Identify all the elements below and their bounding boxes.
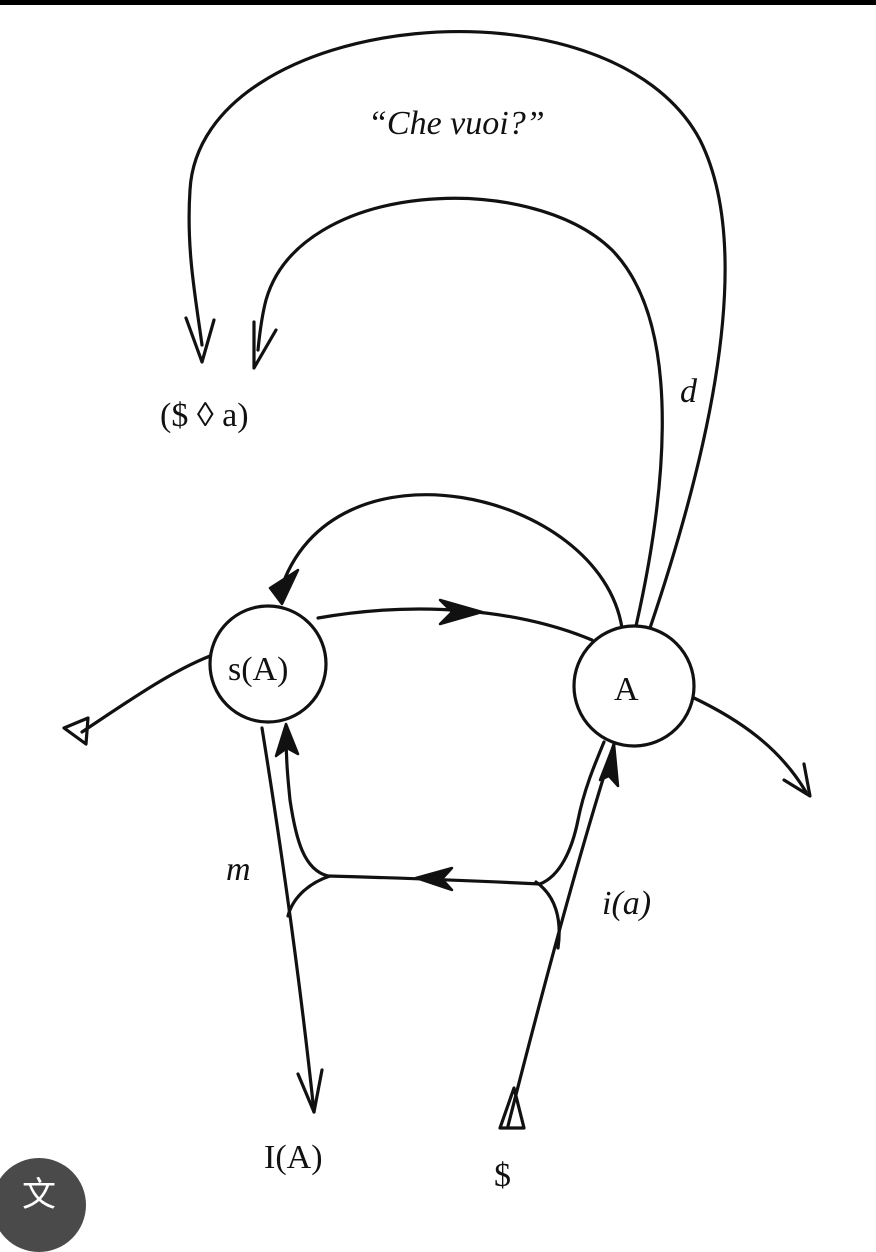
- left-loop-leg: [284, 730, 330, 878]
- signified-of-other-node: [208, 604, 328, 724]
- signifying-chain-arrowhead: [438, 598, 484, 626]
- top-edge-rule: [0, 0, 876, 5]
- barred-subject-tail: [498, 1086, 526, 1130]
- che-vuoi-outer-arrowhead: [184, 316, 216, 364]
- barred-subject-label: $: [494, 1157, 511, 1194]
- imaginary-arrowhead: [598, 742, 620, 788]
- lower-right-arc: [534, 880, 561, 950]
- message-arrowhead: [296, 1068, 324, 1114]
- message-label: m: [226, 851, 251, 888]
- fantasy-label: ($ ◊ a): [160, 397, 249, 434]
- che-vuoi-label: “Che vuoi?”: [368, 105, 545, 142]
- left-entry-curve: [80, 654, 212, 734]
- demand-inner-arrowhead: [252, 320, 278, 370]
- signified-of-other-label: s(A): [228, 651, 288, 688]
- che-vuoi-outer-arc: [187, 30, 727, 630]
- left-entry-tail: [62, 716, 90, 746]
- left-loop-arrowhead: [274, 722, 300, 758]
- lower-chain-arrowhead: [414, 866, 454, 892]
- imaginary-line: [506, 742, 616, 1128]
- demand-inner-arc: [256, 196, 664, 628]
- right-loop-leg: [538, 740, 606, 886]
- lower-left-arc: [286, 874, 332, 918]
- translate-badge-icon[interactable]: 文: [0, 1158, 86, 1252]
- upper-return-arc: [278, 493, 624, 630]
- right-exit-curve: [692, 696, 808, 794]
- demand-label: d: [680, 373, 698, 410]
- other-node: [572, 624, 696, 748]
- other-label: A: [614, 671, 639, 708]
- ego-ideal-label: I(A): [264, 1139, 323, 1176]
- graph-of-desire-diagram: “Che vuoi?” ($ ◊ a) d s(A) A m I(A) i(a)…: [62, 30, 812, 1194]
- upper-return-arrowhead: [268, 568, 300, 606]
- imaginary-other-label: i(a): [602, 885, 651, 922]
- right-exit-arrowhead: [782, 762, 812, 798]
